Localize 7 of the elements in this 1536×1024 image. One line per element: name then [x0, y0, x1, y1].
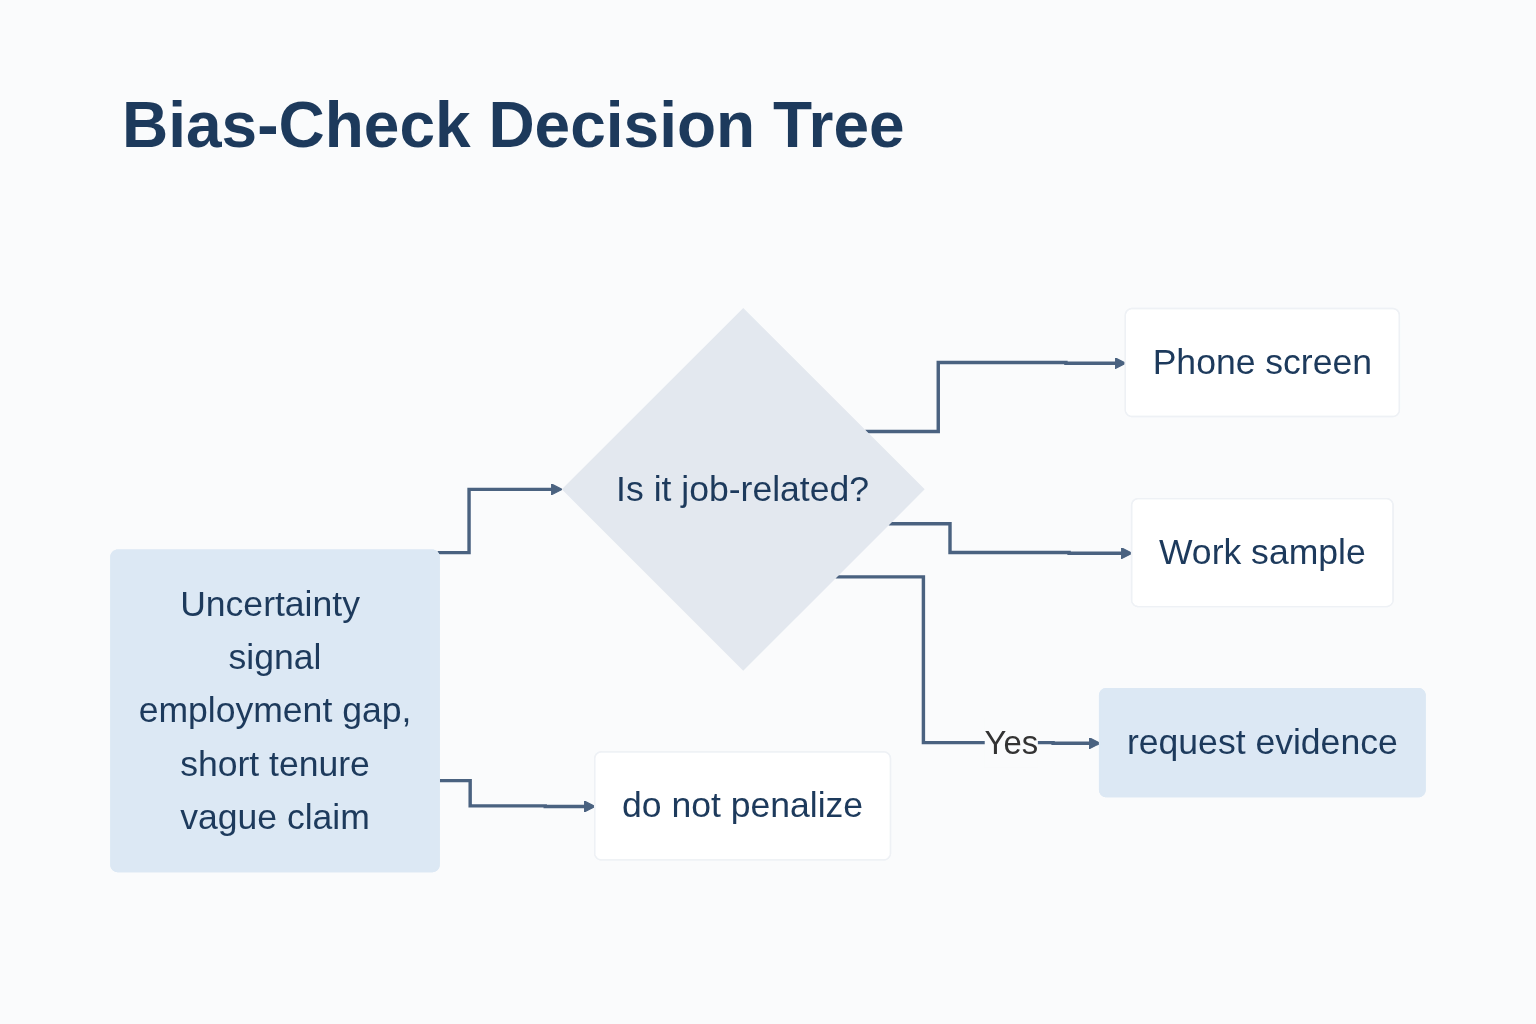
node-text: Phone screen [1152, 341, 1373, 383]
arrow [437, 483, 563, 555]
node-text: do not penalize [622, 784, 864, 826]
node-text: Work sample [1158, 531, 1366, 573]
title: Bias-Check Decision Tree [122, 88, 905, 162]
node-diamond: Is it job-related? [561, 307, 925, 671]
edge-label: Yes [984, 723, 1039, 761]
